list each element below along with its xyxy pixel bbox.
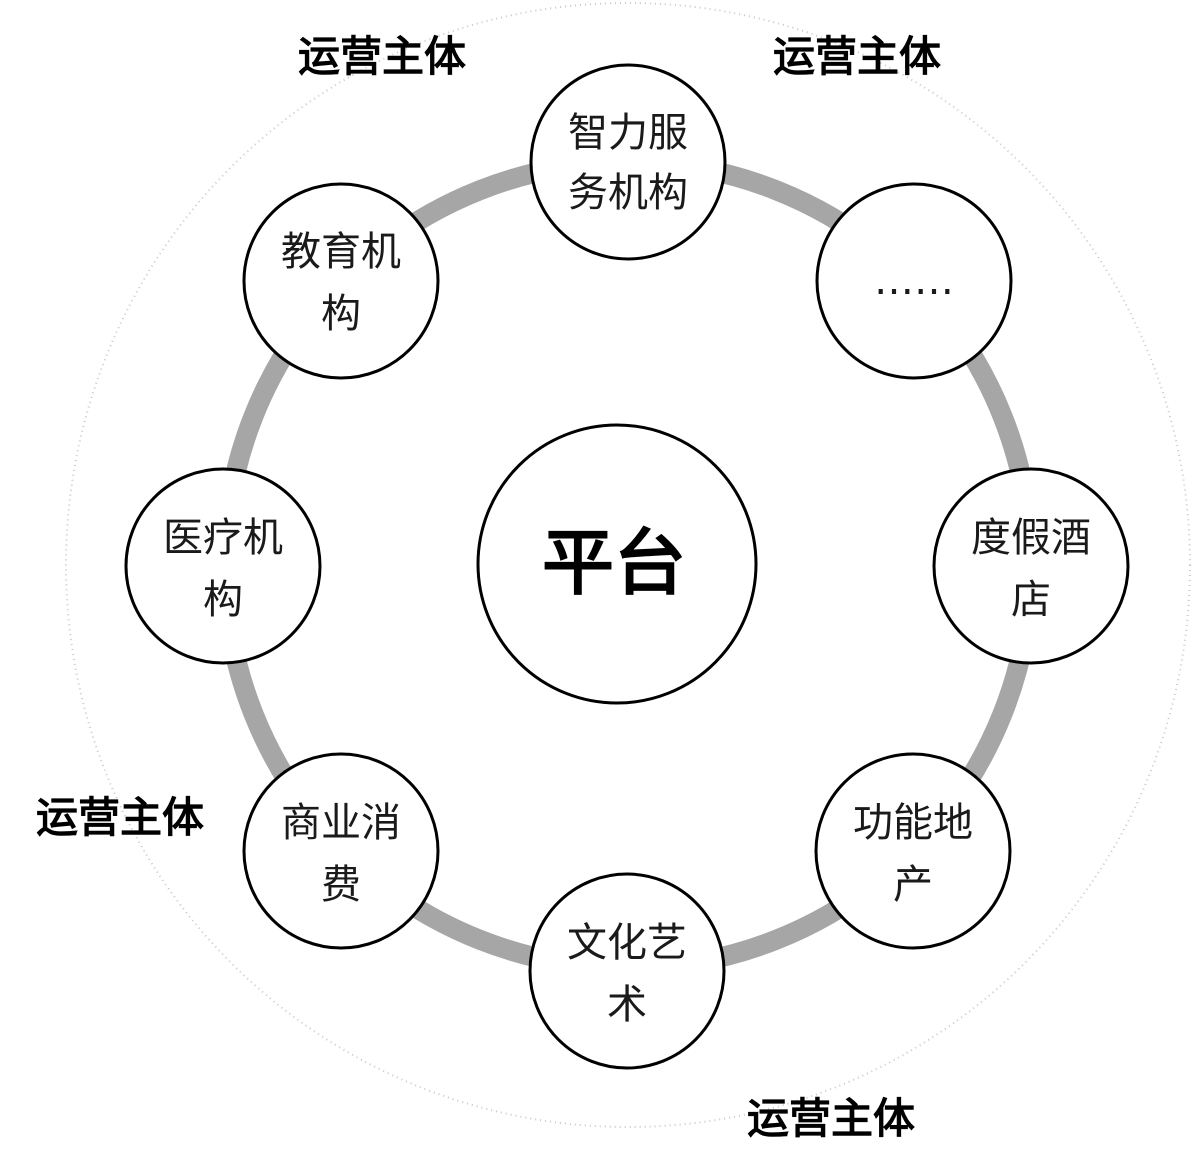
node-circle [124,467,322,665]
node-smart-service: 智力服 务机构 [529,63,727,261]
node-circle [932,467,1130,665]
node-label-line-1: 教育机 [281,229,401,275]
node-label-line-1: …… [874,258,954,304]
node-label-line-2: 构 [321,291,361,337]
node-label-line-1: 度假酒 [971,515,1091,561]
center-circle [476,423,758,705]
node-label-line-2: 构 [203,577,243,623]
node-circle [529,63,727,261]
operator-label-top-right: 运营主体 [773,32,941,81]
node-commerce: 商业消 费 [242,752,440,950]
node-functional-realestate: 功能地 产 [814,752,1012,950]
node-label-line-2: 费 [321,862,361,908]
node-culture-art: 文化艺 术 [528,872,726,1070]
node-label-line-1: 医疗机 [163,515,283,561]
operator-label-top-left: 运营主体 [298,32,466,81]
node-circle [242,752,440,950]
operator-label-bottom-left: 运营主体 [36,793,204,842]
node-circle [528,872,726,1070]
node-circle [815,182,1013,380]
node-label-line-2: 务机构 [568,170,688,216]
operator-label-bottom-right: 运营主体 [747,1094,915,1143]
node-resort-hotel: 度假酒 店 [932,467,1130,665]
node-circle [814,752,1012,950]
outer-dotted-boundary [65,2,1191,1128]
node-label-line-1: 功能地 [853,800,973,846]
node-more: …… [815,182,1013,380]
node-label-line-2: 术 [607,982,647,1028]
node-label-line-1: 文化艺 [567,920,687,966]
node-label-line-1: 商业消 [281,800,401,846]
node-label-line-2: 店 [1011,577,1051,623]
node-medical: 医疗机 构 [124,467,322,665]
center-platform-node: 平台 [476,423,758,705]
node-circle [242,182,440,380]
node-education: 教育机 构 [242,182,440,380]
node-label-line-1: 智力服 [568,110,688,156]
center-label: 平台 [542,521,686,605]
node-label-line-2: 产 [893,862,933,908]
